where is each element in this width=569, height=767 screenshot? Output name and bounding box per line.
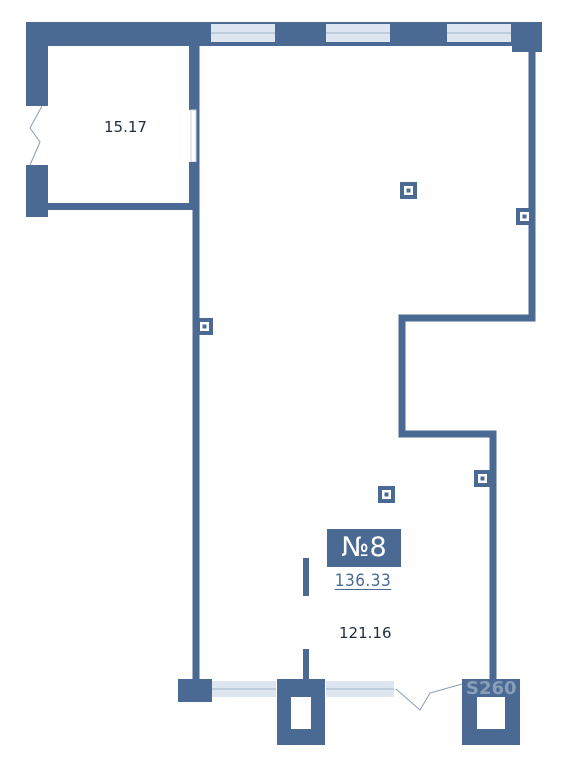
vent-icon: [196, 318, 213, 335]
bottom-column-right-inner: [477, 697, 505, 729]
main-hall-area: 121.16: [339, 624, 392, 642]
partition-door-gap: [190, 109, 197, 163]
vent-icon: [474, 470, 491, 487]
bottom-wall-left: [178, 679, 212, 702]
bottom-windows: [212, 681, 394, 697]
small-room-left-wall-lower: [26, 165, 48, 217]
unit-number-badge: №8: [327, 529, 401, 567]
watermark: S260: [466, 678, 517, 699]
small-room-area: 15.17: [104, 118, 147, 136]
top-windows: [211, 24, 511, 42]
left-door: [29, 105, 43, 166]
vent-icon: [378, 486, 395, 503]
vent-icon: [400, 182, 417, 199]
interior-stub-upper: [303, 558, 309, 596]
partition-wall-lower: [189, 162, 198, 207]
small-room-left-wall-upper: [26, 22, 48, 106]
bottom-column-left-inner: [291, 697, 311, 729]
unit-total-area: 136.33: [334, 571, 392, 591]
partition-wall: [189, 42, 198, 110]
small-room-bottom-wall: [44, 203, 199, 210]
interior-stub-lower: [303, 649, 309, 681]
bottom-door: [395, 683, 463, 711]
top-right-corner: [512, 22, 542, 52]
vent-icon: [516, 208, 533, 225]
